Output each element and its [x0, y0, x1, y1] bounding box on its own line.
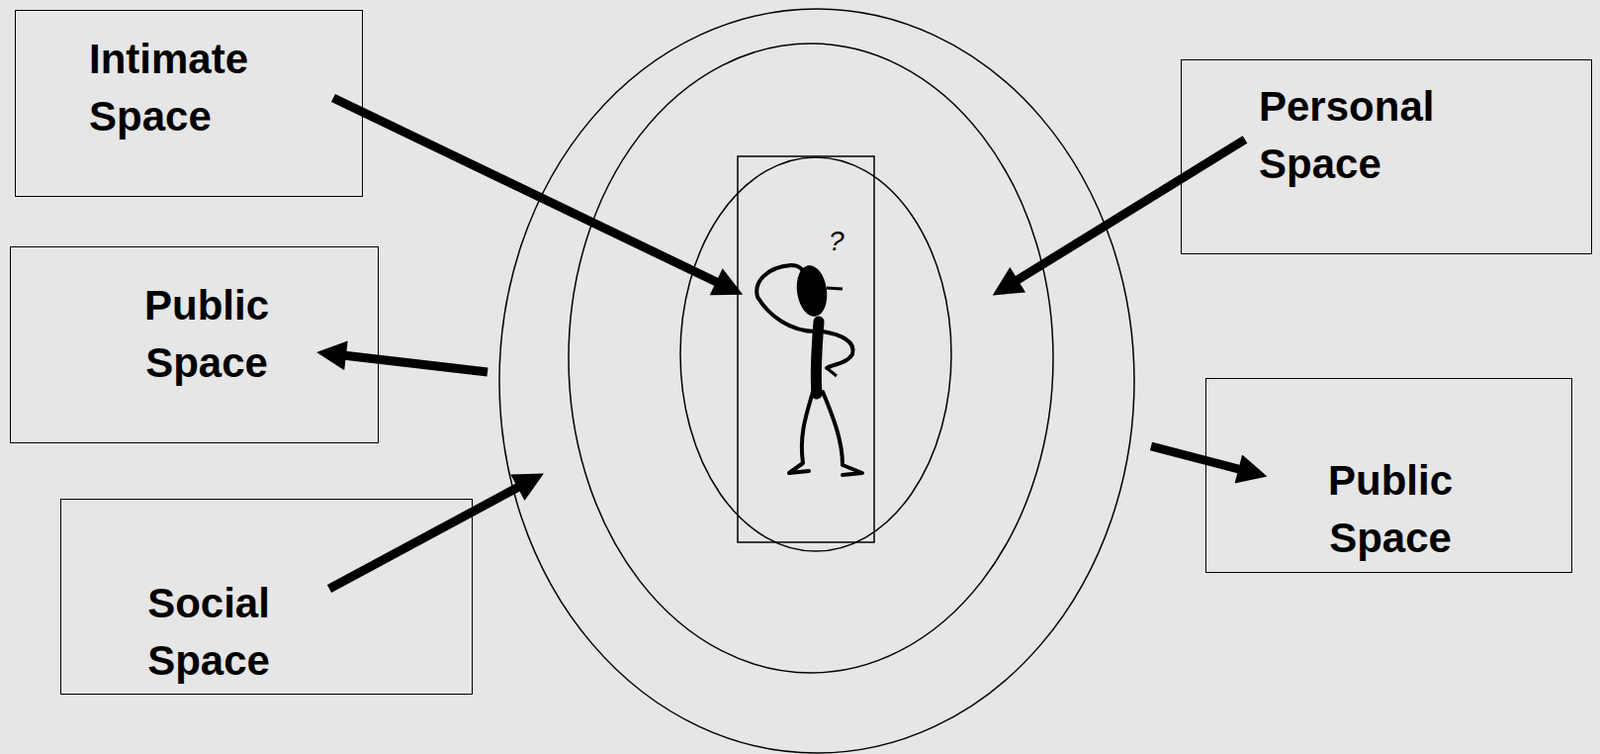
stick-figure: [756, 263, 863, 475]
label-box: Personal Space: [1180, 59, 1593, 255]
leader-arrows: [329, 97, 1250, 589]
leader-arrow: [333, 97, 727, 287]
label-box: Intimate Space: [14, 9, 363, 197]
label-box: Public Space: [9, 246, 379, 444]
zone-name: Public Space: [1291, 451, 1490, 567]
label-box: Social Space: [60, 498, 473, 695]
question-mark: ?: [828, 225, 845, 258]
zone-name: Intimate Space: [88, 30, 287, 146]
zone-name: Public Space: [107, 276, 306, 392]
leader-arrow: [1151, 445, 1250, 472]
intimate-zone-frame: [737, 156, 875, 542]
zone-name: Social Space: [109, 574, 308, 690]
social-zone-ring: [568, 43, 1054, 673]
zone-name: Personal Space: [1258, 78, 1457, 193]
personal-zone-ring: [680, 157, 952, 551]
leader-arrow: [1007, 139, 1245, 286]
leader-arrow: [334, 354, 488, 372]
public-zone-ring: [499, 8, 1135, 753]
label-box: Public Space: [1205, 377, 1573, 573]
